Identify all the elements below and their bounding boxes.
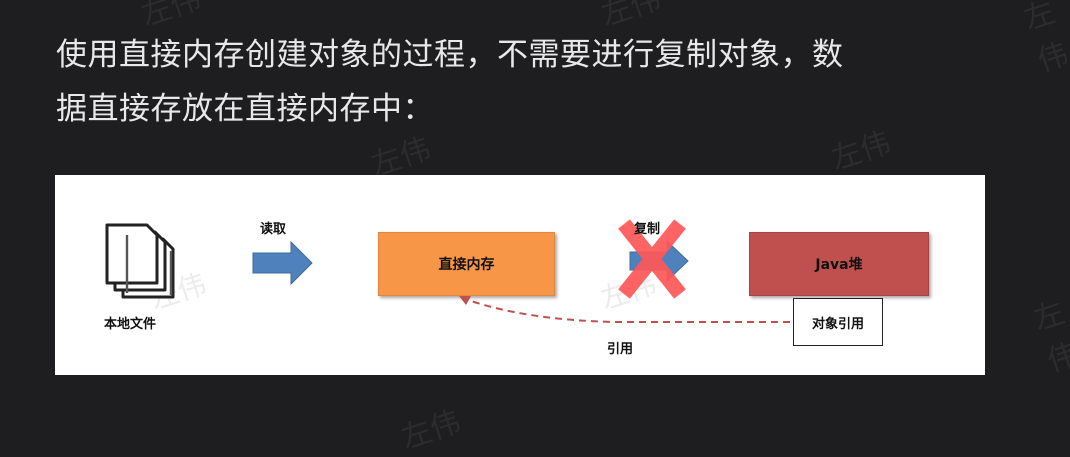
dashed-reference-arrow: [459, 296, 790, 323]
watermark: 左伟: [397, 404, 466, 457]
document-stack-icon: [105, 223, 175, 299]
local-file-label: 本地文件: [104, 317, 157, 332]
object-reference-label: 对象引用: [811, 316, 864, 332]
direct-memory-label: 直接内存: [438, 257, 495, 273]
watermark: 左伟: [1019, 0, 1070, 80]
watermark: 左伟: [1029, 295, 1070, 380]
copy-label: 复制: [634, 222, 661, 237]
direct-memory-box: 直接内存: [378, 232, 555, 296]
reference-label: 引用: [607, 342, 634, 357]
java-heap-box: Java堆: [749, 232, 929, 296]
headline-line-1: 使用直接内存创建对象的过程，不需要进行复制对象，数: [56, 37, 844, 73]
headline-line-2: 据直接存放在直接内存中：: [56, 91, 434, 127]
headline: 使用直接内存创建对象的过程，不需要进行复制对象，数 据直接存放在直接内存中：: [56, 28, 1016, 136]
java-heap-label: Java堆: [815, 257, 863, 273]
x-cross-icon: [618, 219, 686, 299]
object-reference-box: 对象引用: [793, 298, 883, 346]
diagram-panel: 左伟 左伟 本地文件 读取 直接内存 复制 Java堆 对象引用: [55, 175, 985, 375]
read-arrow-icon: [252, 240, 313, 286]
read-label: 读取: [260, 222, 287, 237]
